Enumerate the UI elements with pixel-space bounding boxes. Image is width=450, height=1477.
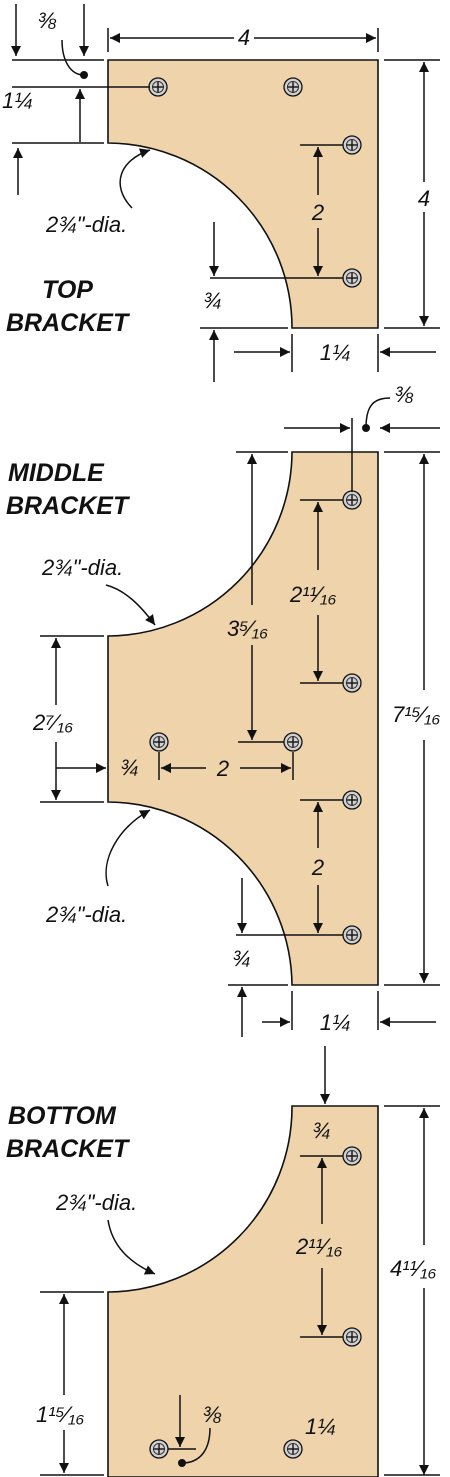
top-arc-offset-label: ¾ <box>203 288 221 313</box>
bottom-bracket-title-1: BOTTOM <box>8 1102 117 1130</box>
bottom-total-height-label: 4¹¹⁄₁₆ <box>390 1256 437 1281</box>
top-bracket-title-1: TOP <box>42 276 93 304</box>
top-arc-dia-label: 2¾"-dia. <box>45 212 127 237</box>
middle-bracket-title-2: BRACKET <box>6 492 131 520</box>
top-bottom-width-label: 1¼ <box>320 340 351 365</box>
middle-screw-2 <box>342 673 362 693</box>
bottom-bracket: ¾ 4¹¹⁄₁₆ 2¹¹⁄₁₆ 1¹⁵⁄₁₆ ⅜ 1¼ 2¾"-di <box>6 1046 440 1477</box>
middle-screw-6 <box>342 925 362 945</box>
middle-total-height-label: 7¹⁵⁄₁₆ <box>392 702 440 727</box>
top-bracket-title-2: BRACKET <box>6 309 131 337</box>
bottom-screw-2 <box>342 1327 362 1347</box>
middle-arc-offset-label: ¾ <box>232 946 250 971</box>
middle-screw-spacing-upper-label: 2¹¹⁄₁₆ <box>289 582 337 607</box>
middle-bottom-width-label: 1¼ <box>320 1010 351 1035</box>
top-screw-2 <box>283 77 303 97</box>
middle-screw-spacing-lower-label: 2 <box>311 855 324 880</box>
bottom-left-height-label: 1¹⁵⁄₁₆ <box>36 1402 84 1427</box>
bottom-screw-spacing-label: 2¹¹⁄₁₆ <box>295 1234 343 1259</box>
bottom-screw-1 <box>342 1146 362 1166</box>
middle-bracket-plate <box>107 451 379 986</box>
top-height-label: 4 <box>418 186 430 211</box>
middle-upper-arc-dia-label: 2¾"-dia. <box>41 555 123 580</box>
top-screw-4 <box>342 268 362 288</box>
middle-tab-height-label: 2⁷⁄₁₆ <box>32 710 73 735</box>
top-hole-offset-top-label: 1¼ <box>2 88 33 113</box>
middle-center-drop-label: 3⁵⁄₁₆ <box>227 616 268 641</box>
middle-bracket-title-1: MIDDLE <box>8 459 105 487</box>
top-screw-3 <box>342 135 362 155</box>
bottom-hole-offset-top-label: ¾ <box>312 1118 330 1143</box>
middle-screw-5 <box>342 790 362 810</box>
middle-horizontal-spacing-label: 2 <box>216 756 229 781</box>
middle-screw-4 <box>283 732 303 752</box>
top-width-label: 4 <box>238 25 250 50</box>
bottom-arc-dia-label: 2¾"-dia. <box>55 1190 137 1215</box>
bottom-screw-4 <box>283 1439 303 1459</box>
middle-screw-1 <box>342 490 362 510</box>
middle-screw-3 <box>149 732 169 752</box>
bottom-screw-3 <box>149 1439 169 1459</box>
top-hole-offset-edge-label: ⅜ <box>38 8 57 33</box>
top-bracket: 4 4 2 1¼ ⅜ 2¾"-dia. ¾ <box>2 4 440 382</box>
bottom-bracket-plate <box>107 1105 379 1477</box>
bottom-bracket-title-2: BRACKET <box>6 1135 131 1163</box>
middle-lower-arc-dia-label: 2¾"-dia. <box>45 902 127 927</box>
top-screw-spacing-label: 2 <box>311 200 324 225</box>
middle-tab-hole-offset-label: ¾ <box>120 755 138 780</box>
middle-bracket: ⅜ 7¹⁵⁄₁₆ 2¹¹⁄₁₆ 3⁵⁄₁₆ 2⁷⁄₁₆ ¾ 2 <box>6 382 440 1037</box>
middle-hole-offset-edge-label: ⅜ <box>395 382 414 407</box>
top-bracket-plate <box>107 59 379 329</box>
bottom-hole-offset-bottom-label: ⅜ <box>203 1402 222 1427</box>
top-screw-1 <box>148 77 168 97</box>
bottom-inner-width-label: 1¼ <box>305 1414 336 1439</box>
